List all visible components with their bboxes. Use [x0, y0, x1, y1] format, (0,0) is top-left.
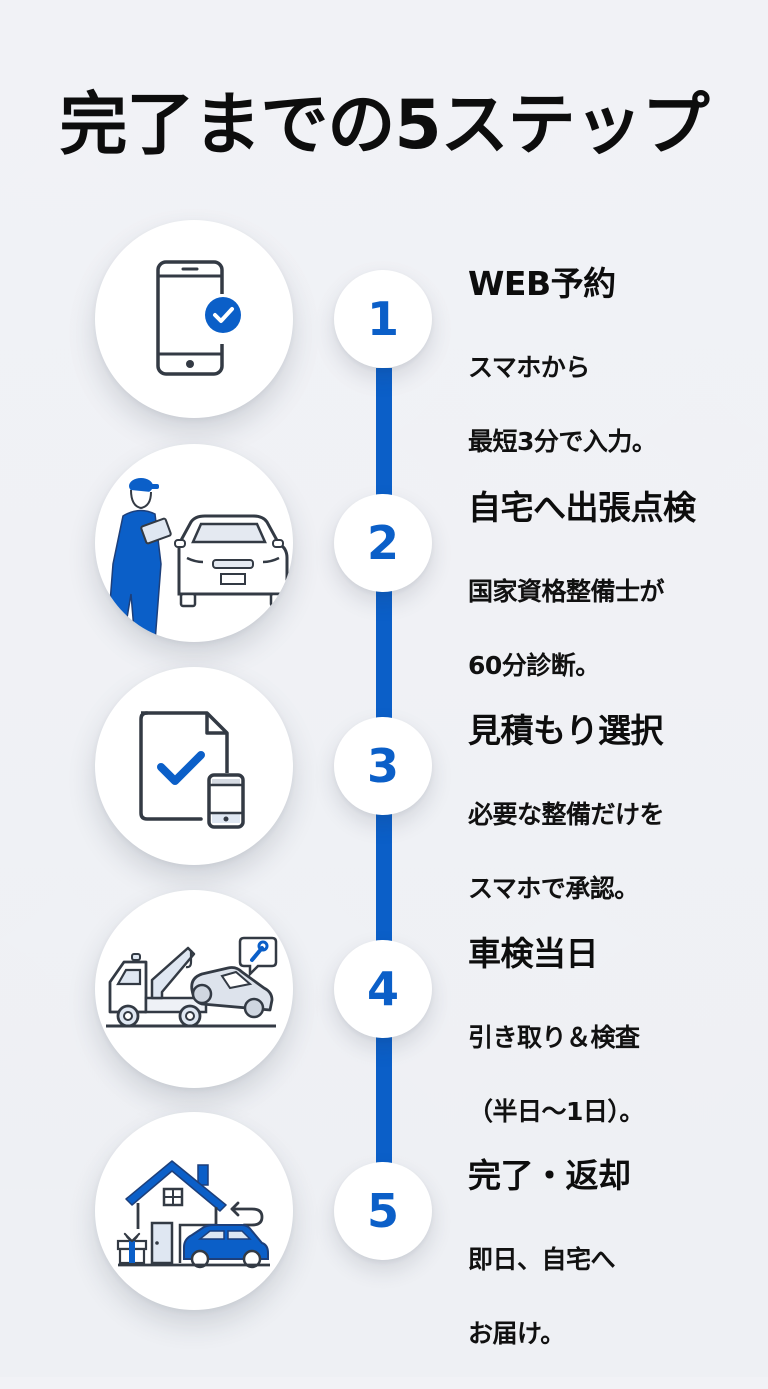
- tow-truck-icon: [106, 936, 278, 1028]
- step-2-desc-line1: 国家資格整備士が: [468, 577, 665, 606]
- step-1-description: スマホから 最短3分で入力。: [468, 312, 768, 497]
- step-3-desc-line2: スマホで承認。: [468, 874, 639, 903]
- step-4-icon-circle: [95, 890, 293, 1088]
- document-check-phone-icon: [139, 711, 245, 829]
- step-4-desc-line1: 引き取り＆検査: [468, 1023, 640, 1052]
- mechanic-car-inspection-icon: [106, 478, 289, 642]
- step-5-desc-line1: 即日、自宅へ: [468, 1245, 616, 1274]
- step-4-title: 車検当日: [468, 934, 599, 973]
- step-1-title: WEB予約: [468, 264, 616, 303]
- step-2-number: 2: [334, 494, 432, 592]
- page-title: 完了までの5ステップ: [59, 86, 709, 165]
- smartphone-check-icon: [156, 260, 241, 376]
- step-5-title: 完了・返却: [468, 1156, 631, 1195]
- step-5-number: 5: [334, 1162, 432, 1260]
- step-5: 5 完了・返却 即日、自宅へ お届け。: [0, 1112, 768, 1348]
- step-2-desc-line2: 60分診断。: [468, 651, 600, 680]
- step-2-text: 自宅へ出張点検 国家資格整備士が 60分診断。: [468, 486, 768, 721]
- step-3-description: 必要な整備だけを スマホで承認。: [468, 759, 768, 944]
- step-4-number: 4: [334, 940, 432, 1038]
- step-4-description: 引き取り＆検査 （半日〜1日）。: [468, 982, 768, 1167]
- step-2-icon-circle: [95, 444, 293, 642]
- step-2-description: 国家資格整備士が 60分診断。: [468, 536, 768, 721]
- step-4-desc-line2: （半日〜1日）。: [468, 1097, 644, 1126]
- step-3-desc-line1: 必要な整備だけを: [468, 800, 665, 829]
- step-4-text: 車検当日 引き取り＆検査 （半日〜1日）。: [468, 932, 768, 1167]
- step-1-number: 1: [334, 270, 432, 368]
- step-3-title: 見積もり選択: [468, 711, 664, 750]
- step-3-icon-circle: [95, 667, 293, 865]
- step-5-text: 完了・返却 即日、自宅へ お届け。: [468, 1154, 768, 1389]
- step-2: 2 自宅へ出張点検 国家資格整備士が 60分診断。: [0, 444, 768, 680]
- step-5-description: 即日、自宅へ お届け。: [468, 1204, 768, 1389]
- step-5-desc-line2: お届け。: [468, 1319, 565, 1348]
- step-2-title: 自宅へ出張点検: [468, 488, 696, 527]
- step-1-text: WEB予約 スマホから 最短3分で入力。: [468, 262, 768, 497]
- step-5-icon-circle: [95, 1112, 293, 1310]
- step-3: 3 見積もり選択 必要な整備だけを スマホで承認。: [0, 667, 768, 903]
- step-1: 1 WEB予約 スマホから 最短3分で入力。: [0, 220, 768, 456]
- step-1-desc-line1: スマホから: [468, 353, 590, 382]
- step-4: 4 車検当日 引き取り＆検査 （半日〜1日）。: [0, 890, 768, 1126]
- step-3-number: 3: [334, 717, 432, 815]
- step-3-text: 見積もり選択 必要な整備だけを スマホで承認。: [468, 709, 768, 944]
- step-1-desc-line2: 最短3分で入力。: [468, 427, 657, 456]
- step-1-icon-circle: [95, 220, 293, 418]
- house-car-return-icon: [116, 1160, 270, 1269]
